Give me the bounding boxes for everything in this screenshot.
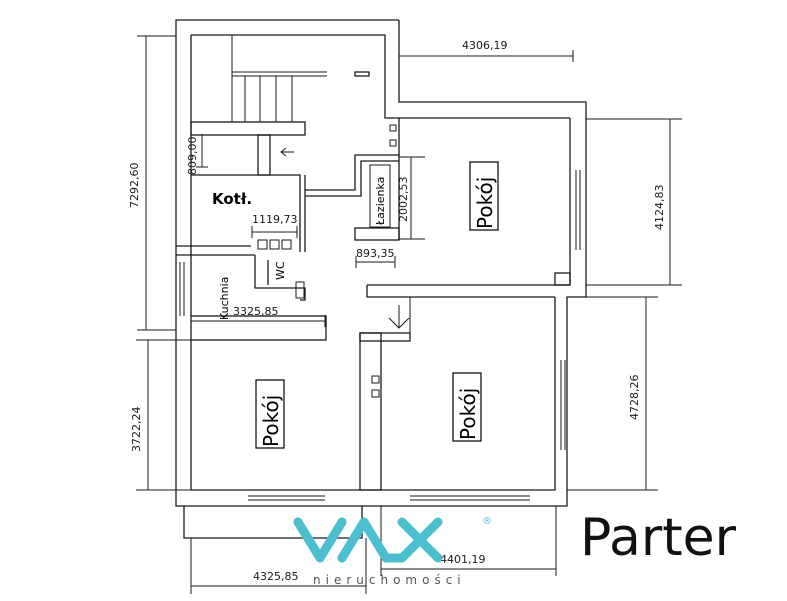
room-pokoj-bottom-right: Pokój <box>452 372 482 442</box>
room-pokoj-top: Pokój <box>469 161 499 231</box>
dim-4728: 4728,26 <box>628 375 641 421</box>
vax-logo: ® <box>293 516 492 563</box>
dim-3325: 3325,85 <box>233 305 279 318</box>
logo-registered-mark: ® <box>482 516 492 527</box>
dim-809: 809,00 <box>186 137 199 176</box>
logo-tagline: nieruchomości <box>313 573 466 587</box>
dimension-lines <box>136 35 682 594</box>
dim-893: 893,35 <box>356 247 395 260</box>
dim-3722: 3722,24 <box>130 407 143 453</box>
dim-4401: 4401,19 <box>440 553 486 566</box>
svg-text:Łazienka: Łazienka <box>374 177 387 226</box>
staircase <box>190 35 370 136</box>
room-kotl: Kotł. <box>212 190 252 208</box>
svg-text:Pokój: Pokój <box>259 395 283 447</box>
dim-1119: 1119,73 <box>252 213 298 226</box>
dim-4124: 4124,83 <box>653 185 666 231</box>
room-lazienka: Łazienka <box>374 177 387 226</box>
room-pokoj-bottom-left: Pokój <box>255 379 285 449</box>
dim-7292: 7292,60 <box>128 163 141 209</box>
room-wc: WC <box>274 261 287 280</box>
svg-text:Pokój: Pokój <box>456 388 480 440</box>
interior-walls <box>176 118 555 491</box>
dim-4306: 4306,19 <box>462 39 508 52</box>
dim-4325: 4325,85 <box>253 570 299 583</box>
floor-title: Parter <box>580 508 737 568</box>
svg-text:Pokój: Pokój <box>473 177 497 229</box>
dim-2002: 2002,53 <box>397 177 410 223</box>
room-kuchnia: Kuchnia <box>218 277 231 320</box>
